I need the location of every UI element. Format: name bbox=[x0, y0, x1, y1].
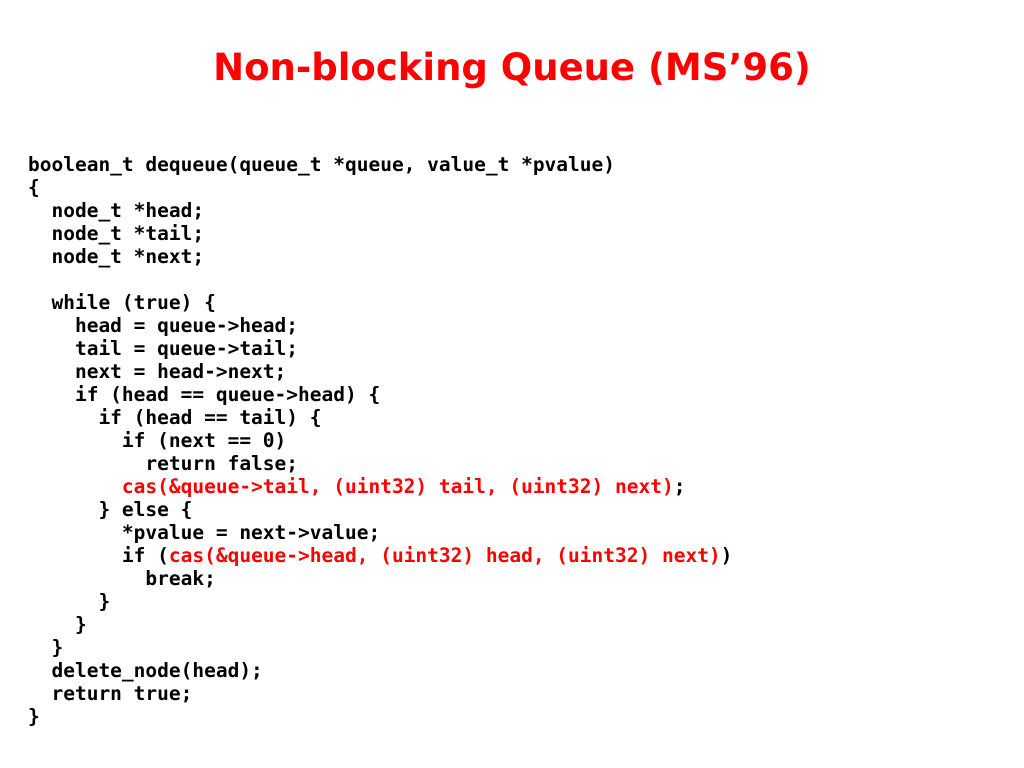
code-line: } bbox=[28, 705, 40, 728]
code-line: if (head == tail) { bbox=[28, 406, 322, 429]
code-line: } bbox=[28, 613, 87, 636]
code-segment: ; bbox=[673, 475, 686, 498]
code-line: tail = queue->tail; bbox=[28, 337, 299, 360]
slide-title: Non-blocking Queue (MS’96) bbox=[213, 46, 811, 89]
code-line: delete_node(head); bbox=[28, 659, 263, 682]
code-line: } bbox=[28, 636, 64, 659]
code-line: node_t *next; bbox=[28, 245, 205, 268]
code-segment bbox=[28, 475, 122, 498]
code-line: if (next == 0) bbox=[28, 429, 287, 452]
cas-call-highlight: cas(&queue->tail, (uint32) tail, (uint32… bbox=[121, 475, 674, 498]
code-line: return true; bbox=[28, 682, 193, 705]
code-line: if (cas(&queue->head, (uint32) head, (ui… bbox=[28, 544, 733, 567]
code-line bbox=[28, 268, 732, 291]
code-line: node_t *head; bbox=[28, 199, 205, 222]
code-line: if (head == queue->head) { bbox=[28, 383, 381, 406]
code-segment: ) bbox=[720, 544, 733, 567]
code-line: break; bbox=[28, 567, 216, 590]
code-line: boolean_t dequeue(queue_t *queue, value_… bbox=[28, 153, 615, 176]
code-line: } else { bbox=[28, 498, 193, 521]
code-line: { bbox=[28, 176, 40, 199]
code-line: next = head->next; bbox=[28, 360, 287, 383]
code-line: cas(&queue->tail, (uint32) tail, (uint32… bbox=[28, 475, 732, 498]
code-block: boolean_t dequeue(queue_t *queue, value_… bbox=[28, 153, 732, 728]
cas-call-highlight: cas(&queue->head, (uint32) head, (uint32… bbox=[168, 544, 721, 567]
code-segment: if ( bbox=[28, 544, 169, 567]
code-line: while (true) { bbox=[28, 291, 216, 314]
code-line: node_t *tail; bbox=[28, 222, 205, 245]
code-line: *pvalue = next->value; bbox=[28, 521, 381, 544]
code-line: return false; bbox=[28, 452, 299, 475]
code-line: head = queue->head; bbox=[28, 314, 299, 337]
code-line: } bbox=[28, 590, 111, 613]
